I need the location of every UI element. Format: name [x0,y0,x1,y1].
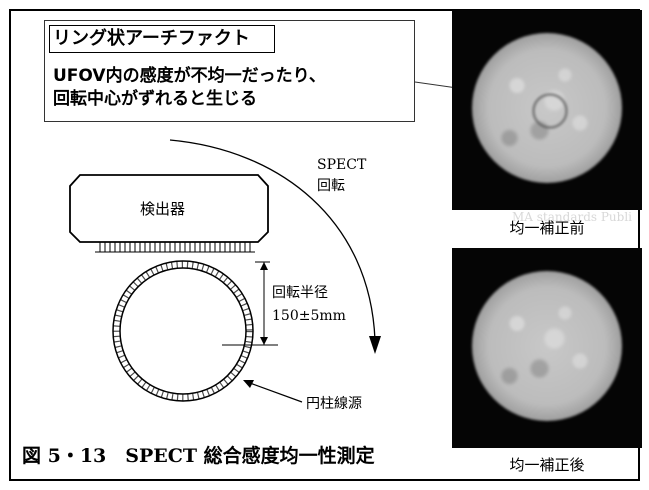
cylinder-source-inner [119,267,247,395]
after-correction-caption: 均一補正後 [509,456,585,474]
rotation-label-line2: 回転 [317,178,345,194]
callout-body-line2: 回転中心がずれると生じる [53,89,257,109]
callout-body: UFOV内の感度が不均一だったり、 回転中心がずれると生じる [53,65,413,111]
radius-label-line2: 150±5mm [272,308,346,324]
radius-arrow-up [260,262,268,270]
radius-label-line1: 回転半径 [272,285,328,301]
rotation-arrowhead [369,336,381,354]
artifact-callout: リング状アーチファクト UFOV内の感度が不均一だったり、 回転中心がずれると生… [44,20,415,122]
cylinder-source-outer [112,260,254,402]
figure-caption: 図 5・13 SPECT 総合感度均一性測定 [22,445,375,467]
source-leader-line [249,382,303,403]
background-text: MA standards Publi [512,210,633,224]
before-correction-caption: 均一補正前 [509,219,585,237]
detector-head [69,174,269,243]
detector-label: 検出器 [140,200,185,218]
callout-title: リング状アーチファクト [49,25,275,53]
after-correction-image [452,248,642,448]
before-correction-image [452,10,642,210]
rotation-label-line1: SPECT [317,157,367,173]
cylinder-source-hatch [113,261,253,401]
radius-arrow-down [260,337,268,345]
ring-artifact [532,93,568,129]
source-label: 円柱線源 [306,396,362,412]
phantom-disc-after [472,271,622,421]
rotation-arc [169,139,376,341]
callout-body-line1: UFOV内の感度が不均一だったり、 [53,66,326,86]
detector-collimator-teeth [99,242,251,252]
source-leader-arrowhead [243,380,254,388]
